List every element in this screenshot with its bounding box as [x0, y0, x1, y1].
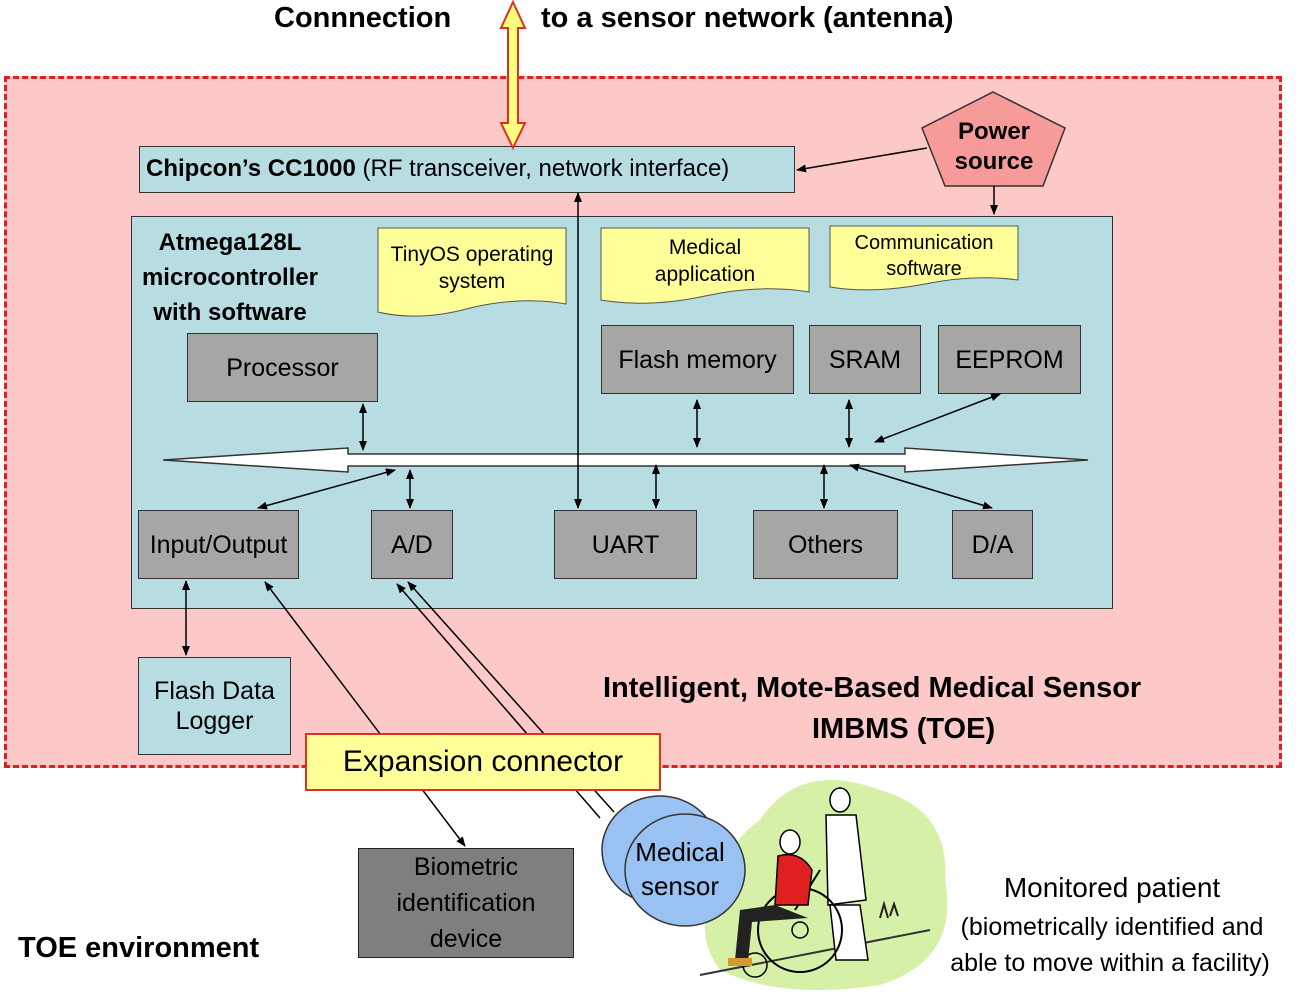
- microcontroller-title: Atmega128L microcontroller with software: [141, 229, 319, 326]
- medical-sensor-front: [624, 813, 746, 927]
- others-block: Others: [753, 510, 898, 579]
- input-output-block: Input/Output: [138, 510, 299, 579]
- note-medical-app-label: Medical application: [654, 236, 756, 287]
- expansion-connector-label: Expansion connector: [342, 745, 624, 778]
- note-tinyos: [377, 227, 567, 317]
- note-comm-software-label: Communication software: [854, 232, 994, 280]
- toe-environment-label: TOE environment: [18, 932, 260, 964]
- toe-label-line1: Intelligent, Mote-Based Medical Sensor: [603, 672, 1142, 704]
- transceiver-name: Chipcon’s CC1000: [146, 155, 356, 183]
- transceiver-box: Chipcon’s CC1000 (RF transceiver, networ…: [139, 146, 795, 193]
- biometric-device: Biometric identification device: [358, 848, 574, 958]
- ad-block: A/D: [371, 510, 453, 579]
- antenna-arrow: [499, 0, 527, 151]
- connection-label-left: Connnection: [274, 2, 452, 34]
- patient-label-line2: (biometrically identified and: [960, 913, 1264, 941]
- patient-illustration: [699, 780, 948, 990]
- processor-block: Processor: [187, 333, 378, 402]
- medical-sensor-label: Medical sensor: [635, 837, 725, 901]
- flash-memory-block: Flash memory: [601, 325, 794, 394]
- connection-label-right: to a sensor network (antenna): [541, 2, 954, 34]
- uart-block: UART: [554, 510, 697, 579]
- toe-label-line2: IMBMS (TOE): [812, 713, 996, 745]
- da-block: D/A: [952, 510, 1033, 579]
- biometric-device-label: Biometric identification device: [396, 852, 536, 954]
- patient-label-line3: able to move within a facility): [950, 949, 1270, 977]
- system-bus: [162, 447, 1089, 473]
- eeprom-block: EEPROM: [938, 325, 1081, 394]
- power-source-label: Power source: [954, 118, 1034, 175]
- patient-label-line1: Monitored patient: [1003, 872, 1221, 903]
- note-medical-app: [600, 227, 810, 304]
- expansion-connector: Expansion connector: [305, 733, 661, 791]
- flash-data-logger-label: Flash Data Logger: [154, 677, 275, 735]
- note-tinyos-label: TinyOS operating system: [390, 243, 554, 294]
- note-comm-software: [829, 225, 1019, 291]
- transceiver-desc: (RF transceiver, network interface): [362, 155, 730, 183]
- sram-block: SRAM: [809, 325, 921, 394]
